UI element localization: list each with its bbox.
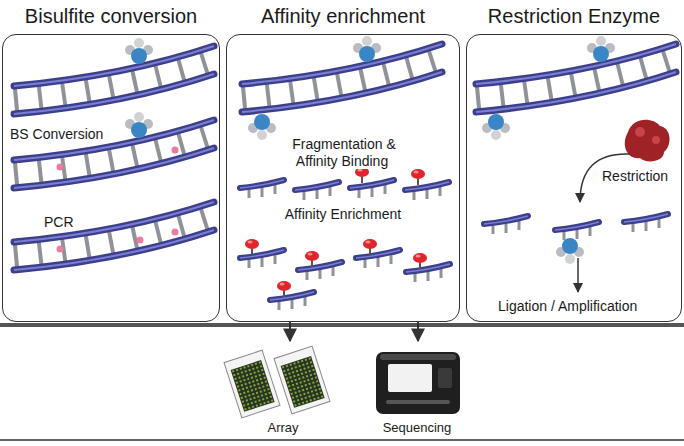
dna-strand-part <box>125 112 153 138</box>
array-slides-part-part <box>281 356 325 408</box>
restricted-fragments-part <box>624 214 668 232</box>
dna-fragments-part <box>350 180 394 198</box>
dna-strand-part <box>14 202 214 270</box>
dna-strand-part <box>14 46 214 114</box>
restriction-enzyme-part <box>635 127 645 137</box>
panel-title: Affinity enrichment <box>226 4 460 28</box>
divider-line <box>0 323 684 327</box>
restricted-fragments-part <box>484 216 528 234</box>
label-patch: Fragmentation & Affinity Binding <box>290 136 396 169</box>
enriched-fragments-part <box>305 251 319 267</box>
enriched-fragments-part <box>240 250 284 268</box>
restriction-enzyme-part <box>625 120 670 162</box>
enriched-fragments-part <box>363 239 377 255</box>
step-label: BS Conversion <box>8 126 105 143</box>
enriched-fragments-part <box>298 262 342 280</box>
array-slides <box>224 346 330 418</box>
enriched-fragments <box>240 239 450 310</box>
step-label: PCR <box>42 214 76 231</box>
restricted-fragments-part <box>577 258 579 292</box>
platform-label: Array <box>218 420 348 436</box>
enriched-fragments-part <box>413 253 427 269</box>
sequencer-icon-part <box>386 400 450 404</box>
dna-strand-part <box>248 114 276 140</box>
enriched-fragments-part <box>270 292 314 310</box>
restriction-enzyme-part <box>652 136 660 144</box>
panel-title: Restriction Enzyme <box>466 4 682 28</box>
method-panel: Bisulfite conversion BS ConversionPCR <box>2 0 220 322</box>
dna-fragments-part <box>240 180 284 198</box>
dna-strand-part <box>172 147 179 154</box>
dna-fragments-part <box>411 169 425 185</box>
restricted-fragments-part <box>555 222 599 240</box>
sequencer-icon-part <box>380 354 456 360</box>
step-label: Affinity Enrichment <box>226 206 460 223</box>
label-patch: Affinity Enrichment <box>283 206 403 222</box>
array-slides-part-part <box>274 346 330 414</box>
restricted-fragments <box>484 214 668 292</box>
restriction-enzyme <box>580 120 670 202</box>
divider-line <box>0 439 684 441</box>
dna-strand-part <box>125 38 153 64</box>
enriched-fragments-part <box>277 281 291 297</box>
flow-arrow <box>289 322 291 341</box>
sequencer-icon-part <box>376 352 460 414</box>
dna-strand-part <box>57 246 64 253</box>
enriched-fragments-part <box>406 264 450 282</box>
panel-frame <box>2 34 220 322</box>
sequencer-icon-part <box>438 368 452 388</box>
panel-title: Bisulfite conversion <box>2 4 220 28</box>
dna-strand-part <box>353 36 381 62</box>
dna-strand-part <box>482 114 510 140</box>
dna-strand-part <box>137 237 144 244</box>
step-label: Ligation / Amplification <box>496 298 639 315</box>
array-slides-part-part <box>224 350 280 418</box>
dna-strand <box>242 36 442 140</box>
method-panel: Restriction EnzymeRestrictionLigation / … <box>466 0 682 322</box>
restricted-fragments-part <box>556 238 584 264</box>
dna-strand-part <box>242 44 442 112</box>
readout-platform: Sequencing <box>362 342 472 438</box>
array-slides-part-part <box>231 360 275 412</box>
dna-strand-part <box>587 36 615 62</box>
platform-label: Sequencing <box>362 420 472 436</box>
step-label: Restriction <box>600 168 670 185</box>
dna-strand <box>14 202 214 270</box>
enriched-fragments-part <box>356 250 400 268</box>
dna-fragments <box>240 167 449 200</box>
panel-frame <box>226 34 460 322</box>
dna-fragments-part <box>295 182 339 200</box>
sequencer-icon-part <box>388 364 432 392</box>
flow-arrow <box>417 322 419 341</box>
array-slides-part <box>224 350 280 418</box>
dna-fragments-part <box>405 182 449 200</box>
method-panel: Affinity enrichmentFragmentation & Affin… <box>226 0 460 322</box>
sequencer-icon <box>376 352 460 414</box>
dna-strand-part <box>57 164 64 171</box>
step-label: Fragmentation & Affinity Binding <box>271 136 415 170</box>
dna-strand <box>14 112 214 188</box>
array-slides-part <box>274 346 330 414</box>
dna-strand-part <box>172 229 179 236</box>
dna-fragments-part <box>355 167 369 183</box>
dna-strand <box>14 38 214 114</box>
enriched-fragments-part <box>245 239 259 255</box>
dna-strand-part <box>476 44 676 112</box>
readout-platform: Array <box>218 342 348 438</box>
